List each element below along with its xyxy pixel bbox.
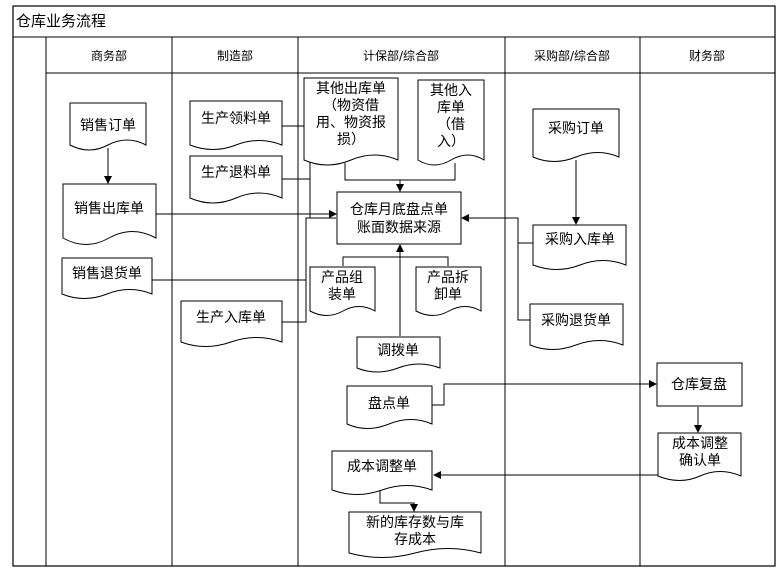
line-purchase-return [517,243,530,321]
doc-label-line: 装单 [328,287,356,303]
doc-shape [532,108,620,162]
box-label-line: 仓库复盘 [671,376,727,393]
doc-label-line: （物资借 [323,98,379,114]
box-month-end-source: 仓库月底盘点单 账面数据来源 [336,191,462,245]
doc-shape [331,450,433,495]
outer-frame [12,5,776,567]
doc-shape [309,266,376,316]
doc-label-line: 销售订单 [80,118,136,134]
doc-label-line: 生产领料单 [201,111,271,127]
doc-label-line: 损） [337,132,365,148]
doc-prod-inbound: 生产入库单 [180,300,283,347]
process-shape [336,191,462,245]
doc-transfer: 调拨单 [356,336,441,373]
doc-purchase-inbound: 采购入库单 [532,224,627,270]
lane-header-finance: 财务部 [689,48,725,63]
doc-label-line: 生产退料单 [201,165,271,181]
doc-sales-return: 销售退货单 [61,257,153,299]
doc-cost-adjust-confirm: 成本调整 确认单 [657,432,742,481]
doc-shape [348,511,482,558]
doc-label-line: 用、物资报 [316,115,386,131]
diagram-title: 仓库业务流程 [16,12,106,30]
doc-shape [303,77,399,166]
doc-label-line: 产品组 [321,270,363,286]
doc-shape [417,79,485,166]
doc-new-stock-cost: 新的库存数与库 存成本 [348,511,482,558]
doc-other-outbound: 其他出库单 （物资借 用、物资报 损） [303,77,399,166]
doc-shape [657,432,742,481]
box-label-line: 仓库月底盘点单 [350,201,448,218]
line-prod-inbound [282,280,307,323]
line-other-outbound [344,163,400,181]
doc-label-line: 存成本 [394,532,436,548]
doc-label-line: 库单 [437,100,465,116]
doc-sales-outbound: 销售出库单 [62,183,157,245]
doc-shape [415,266,482,316]
doc-shape [356,336,441,373]
doc-label-line: 其他出库单 [316,81,386,97]
line-assembly-disassembly [342,256,449,266]
doc-sales-order: 销售订单 [69,102,147,151]
doc-shape [189,100,283,150]
connectors [104,125,702,512]
doc-label-line: （借 [437,117,465,133]
doc-label-line: 其他入 [430,83,472,99]
doc-purchase-order: 采购订单 [532,108,620,162]
doc-label-line: 销售出库单 [74,201,144,217]
process-shape [656,362,743,407]
doc-shape [532,224,627,270]
box-warehouse-recheck: 仓库复盘 [656,362,743,407]
doc-label-line: 盘点单 [368,395,410,412]
doc-purchase-return: 采购退货单 [529,303,624,350]
doc-label-line: 卸单 [434,287,462,303]
doc-label-line: 生产入库单 [196,310,266,326]
arrow-purchase-inbound-to-source [461,214,533,244]
doc-other-inbound: 其他入 库单 （借 入） [417,79,485,166]
doc-label-line: 采购订单 [548,121,604,137]
doc-label-line: 确认单 [679,453,721,469]
doc-label-line: 销售退货单 [72,265,142,282]
doc-label-line: 采购入库单 [545,232,615,248]
doc-prod-return: 生产退料单 [189,155,283,204]
doc-shape [346,385,433,429]
doc-stocktake: 盘点单 [346,385,433,429]
doc-label-line: 采购退货单 [541,312,611,329]
doc-shape [180,300,283,347]
doc-shape [61,257,153,299]
lane-header-purchasing: 采购部/综合部 [534,48,610,63]
doc-label-line: 产品拆 [427,270,469,286]
doc-shape [69,102,147,151]
lane-header-business: 商务部 [91,48,127,63]
doc-cost-adjust: 成本调整单 [331,450,433,495]
doc-product-assembly: 产品组 装单 [309,266,376,316]
doc-shape [62,183,157,245]
lane-header-manufacturing: 制造部 [217,48,253,63]
doc-label-line: 调拨单 [377,343,419,359]
line-other-inbound [400,163,456,181]
arrow-cost-adjust-to-new-stock [379,491,418,512]
doc-label-line: 新的库存数与库 [366,515,464,531]
doc-label-line: 入） [437,134,465,150]
lane-header-planning: 计保部/综合部 [363,48,439,63]
arrow-stocktake-to-recheck [432,380,657,406]
doc-shape [189,155,283,204]
doc-shape [529,303,624,350]
box-label-line: 账面数据来源 [357,220,441,236]
doc-product-disassembly: 产品拆 卸单 [415,266,482,316]
line-sales-return [152,217,336,281]
doc-label-line: 成本调整 [672,436,728,452]
doc-prod-requisition: 生产领料单 [189,100,283,150]
doc-label-line: 成本调整单 [347,459,417,475]
